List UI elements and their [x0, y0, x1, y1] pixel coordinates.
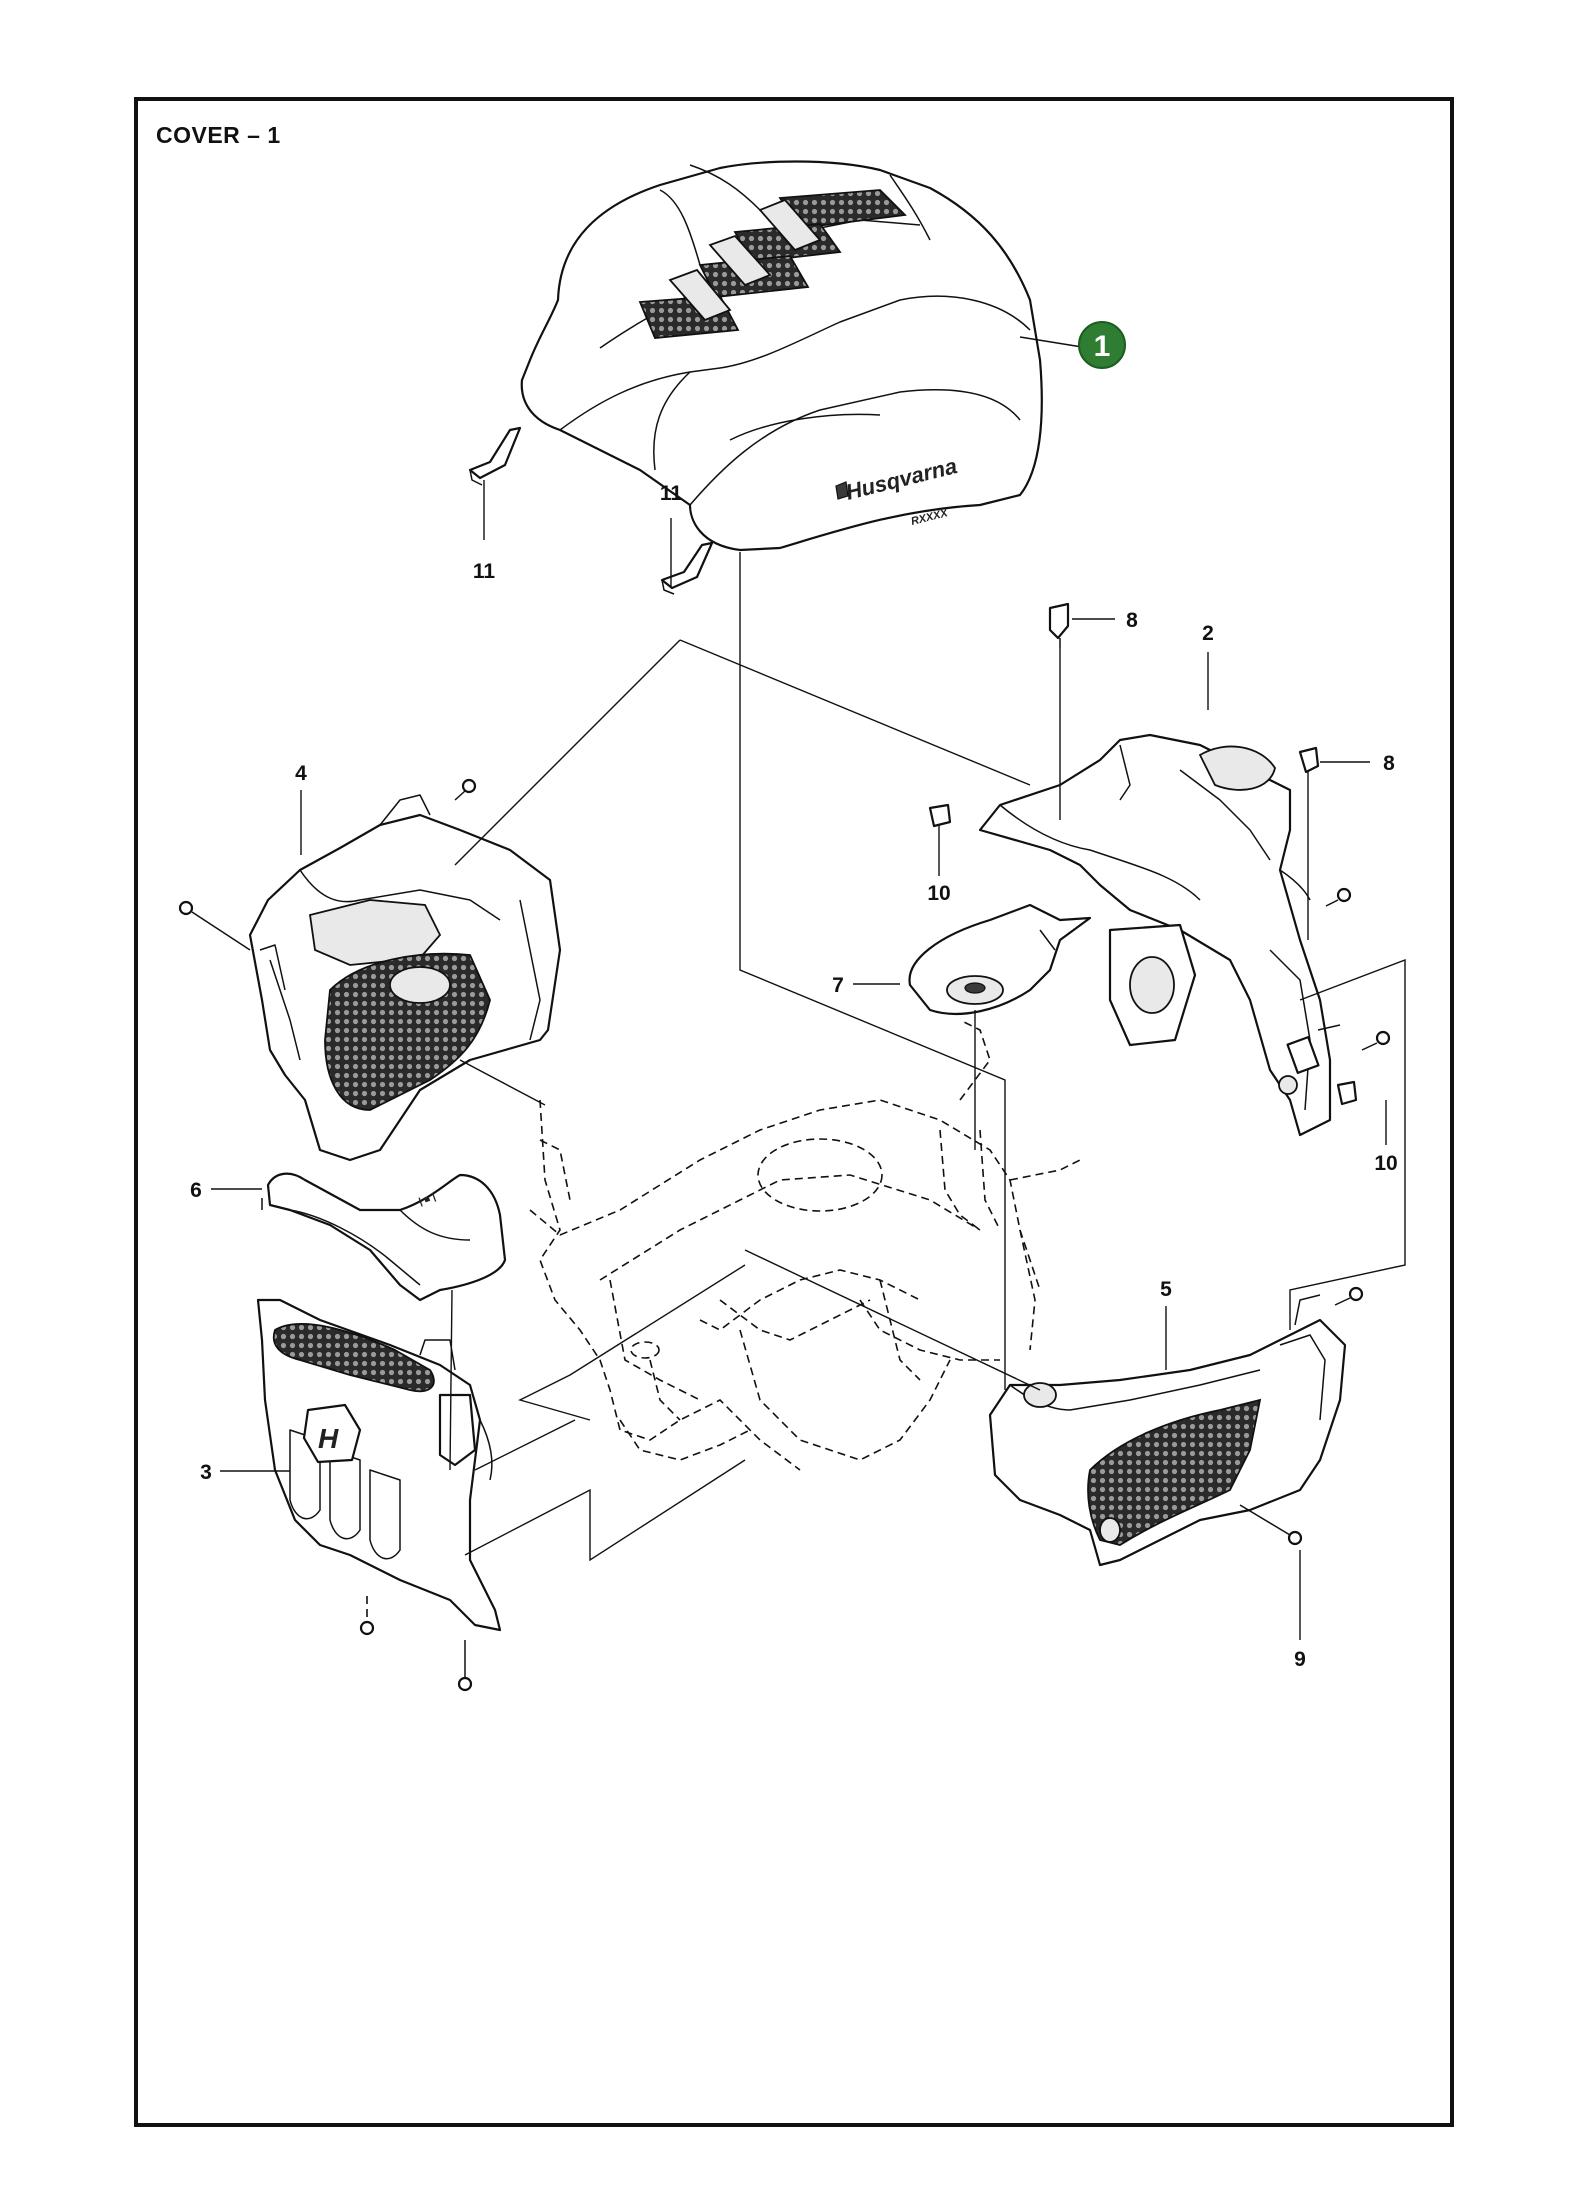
callout-1-number: 1: [1094, 330, 1111, 363]
part-6-small-cover: | ■ |: [261, 1172, 507, 1302]
label-3: 3: [200, 1461, 212, 1484]
label-11-right: 11: [660, 482, 683, 505]
svg-text:H: H: [318, 1423, 339, 1454]
chassis-frame-dashed: [529, 1019, 1081, 1471]
part-11-clip-right: [660, 541, 714, 595]
assembly-guide-lines: [449, 552, 1406, 1562]
label-9: 9: [1294, 1648, 1306, 1671]
part-8-clip-right: [1298, 746, 1320, 774]
part-10-clip-upper: [928, 803, 952, 828]
label-5: 5: [1160, 1278, 1172, 1301]
part-5-right-bumper: [988, 1286, 1364, 1567]
callout-1-highlight: 1: [1078, 321, 1126, 369]
label-4: 4: [295, 762, 307, 785]
part-8-clip-top: [1048, 602, 1070, 648]
label-8-right: 8: [1383, 752, 1395, 775]
label-10-lower: 10: [1374, 1152, 1397, 1175]
screw-part-2: [1325, 887, 1391, 1051]
label-6: 6: [190, 1179, 202, 1202]
label-8-top: 8: [1126, 609, 1138, 632]
part-10-clip-lower: [1336, 1080, 1358, 1106]
part-4-left-panel: [178, 778, 562, 1162]
part-7-tray: [908, 903, 1092, 1016]
diagram-frame: [134, 97, 1454, 2127]
part-3-front-bumper: H: [256, 1298, 502, 1692]
label-10-upper: 10: [927, 882, 950, 905]
label-2: 2: [1202, 622, 1214, 645]
part-1-hood: Husqvarna RXXXX: [520, 160, 1043, 552]
husqvarna-crown-icon: [835, 481, 849, 500]
label-7: 7: [832, 974, 844, 997]
label-leaders: [211, 336, 1387, 1640]
diagram-title: COVER – 1: [156, 122, 281, 148]
label-11-left: 11: [473, 560, 496, 583]
part-11-clip-left: [468, 426, 522, 486]
part-2-dash-panel: [978, 733, 1341, 1137]
